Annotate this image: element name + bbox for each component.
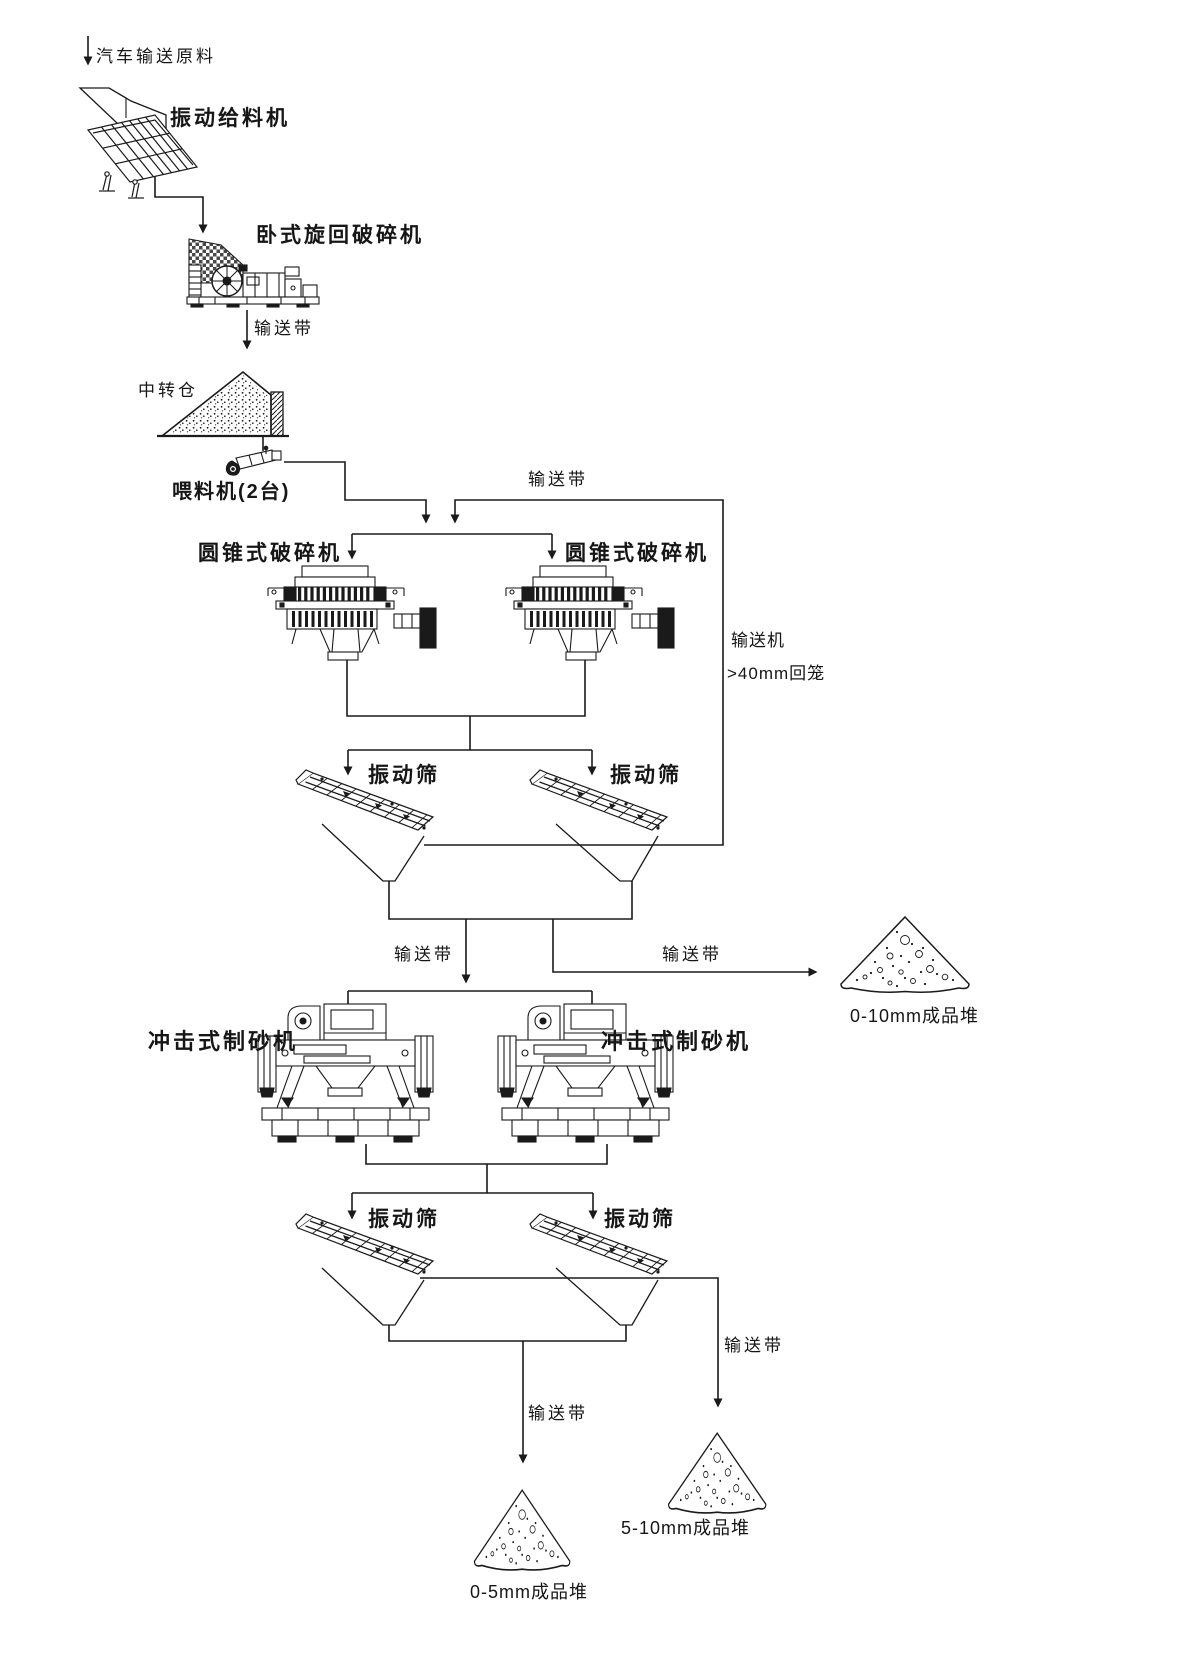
- label-pile-0-10: 0-10mm成品堆: [850, 1006, 980, 1026]
- label-screen-2-right: 振动筛: [604, 1208, 676, 1231]
- sand-maker-left-illustration: [257, 1003, 434, 1143]
- label-screen-1-left: 振动筛: [368, 764, 440, 787]
- label-feeders: 喂料机(2台): [172, 481, 291, 503]
- label-recycle: >40mm回笼: [727, 664, 826, 683]
- product-pile-0-5mm-illustration: [473, 1489, 571, 1571]
- gyratory-crusher-illustration: [186, 238, 320, 308]
- label-conveyor: 输送机: [731, 631, 785, 650]
- cone-crusher-right-illustration: [505, 565, 675, 661]
- label-cone-crusher-right: 圆锥式破碎机: [565, 542, 709, 565]
- apron-feeder-illustration: [225, 445, 282, 476]
- label-belt-4: 输送带: [662, 945, 722, 964]
- label-screen-2-left: 振动筛: [368, 1208, 440, 1231]
- label-belt-3: 输送带: [394, 945, 454, 964]
- label-screen-1-right: 振动筛: [610, 764, 682, 787]
- label-sand-maker-right: 冲击式制砂机: [601, 1029, 752, 1054]
- label-pile-5-10: 5-10mm成品堆: [621, 1518, 751, 1538]
- label-cone-crusher-left: 圆锥式破碎机: [198, 542, 342, 565]
- label-transfer-bin: 中转仓: [138, 381, 198, 400]
- label-belt-6: 输送带: [528, 1404, 588, 1423]
- label-belt-2: 输送带: [528, 470, 588, 489]
- sand-maker-right-illustration: [497, 1003, 674, 1143]
- cone-crusher-left-illustration: [267, 565, 437, 661]
- label-gyratory-crusher: 卧式旋回破碎机: [256, 224, 424, 247]
- product-pile-0-10mm-illustration: [840, 916, 970, 993]
- label-sand-maker-left: 冲击式制砂机: [148, 1029, 299, 1054]
- label-belt-5: 输送带: [724, 1336, 784, 1355]
- product-pile-5-10mm-illustration: [667, 1432, 767, 1514]
- label-raw-material: 汽车输送原料: [96, 47, 216, 66]
- label-belt-1: 输送带: [254, 319, 314, 338]
- label-pile-0-5: 0-5mm成品堆: [470, 1582, 589, 1602]
- label-vibrating-feeder: 振动给料机: [170, 107, 290, 130]
